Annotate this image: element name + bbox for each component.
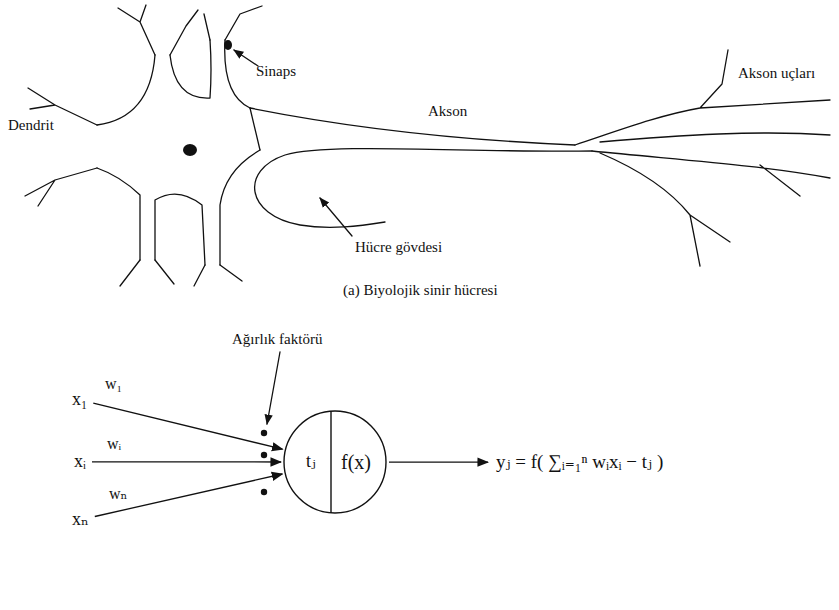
input-variable: x₁: [68, 387, 91, 413]
divider-line: [330, 411, 331, 513]
cell-body-outline: [97, 40, 260, 265]
synapse: [224, 40, 232, 50]
weight-label: w₁: [103, 374, 124, 393]
weight-label: wᵢ: [105, 434, 123, 453]
leader-arrow: [320, 198, 352, 236]
weight-label: wₙ: [107, 484, 129, 503]
weighted-connection: [389, 461, 488, 462]
dendrite: [25, 168, 97, 206]
threshold-text: tⱼ: [306, 451, 316, 473]
part-label: Dendrit: [8, 116, 54, 134]
variable-text: xₙ: [72, 509, 89, 531]
part-label: Hücre gövdesi: [355, 238, 442, 256]
variable-text: x₁: [72, 389, 87, 411]
weighted-connection: [92, 461, 281, 463]
axon: [250, 108, 575, 145]
leader-arrow: [234, 50, 258, 66]
weight-dot: [261, 452, 267, 458]
axon-loop: [255, 149, 592, 228]
figure-caption: (a) Biyolojik sinir hücresi: [343, 281, 498, 299]
neuron-outline: [283, 410, 387, 514]
leader-arrow: [267, 352, 280, 424]
function-text: f(x): [341, 450, 371, 474]
weight-dot: [261, 430, 267, 436]
axon-terminal: [600, 133, 830, 142]
weight-dot: [261, 489, 267, 495]
weighted-connection: [95, 474, 282, 517]
dendrite: [204, 6, 262, 40]
part-label: Akson uçları: [738, 64, 815, 82]
output-formula: yⱼ = f( ∑ᵢ₌₁ⁿ wᵢxᵢ − tⱼ ): [490, 447, 669, 478]
part-label: Sinaps: [256, 62, 296, 80]
nucleus: [183, 144, 197, 156]
dendrite: [118, 5, 198, 55]
input-variable: xᵢ: [70, 449, 90, 475]
neuron-circle: tⱼ f(x): [283, 410, 387, 514]
input-variable: xₙ: [68, 507, 93, 533]
part-label: Ağırlık faktörü: [232, 330, 322, 348]
formula-text: yⱼ = f( ∑ᵢ₌₁ⁿ wᵢxᵢ − tⱼ ): [496, 451, 663, 474]
part-label: Akson: [428, 102, 467, 120]
axon-terminal: [600, 153, 730, 266]
dendrite: [120, 260, 242, 286]
neuron-circle-outline: [284, 411, 386, 513]
cell-body-edge: [250, 108, 260, 150]
axon-terminal: [575, 50, 830, 145]
axon-terminal: [592, 151, 830, 196]
variable-text: xᵢ: [74, 451, 86, 473]
